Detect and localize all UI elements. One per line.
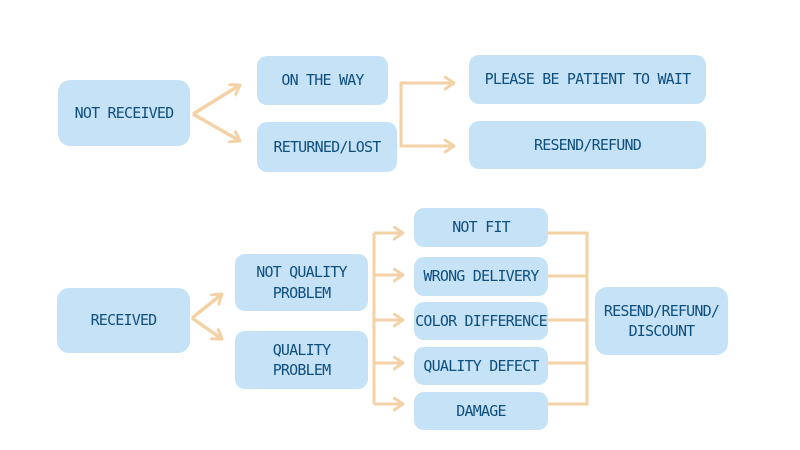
arrow-top-bracket bbox=[399, 83, 454, 146]
node-resend-refund-discount-label-line1: RESEND/REFUND/ bbox=[603, 301, 720, 320]
arrow-cases-bracket-right bbox=[548, 231, 589, 406]
node-quality-defect: QUALITY DEFECT bbox=[414, 347, 548, 385]
node-not-received-label: NOT RECEIVED bbox=[74, 103, 175, 122]
node-color-difference-label: COLOR DIFFERENCE bbox=[415, 311, 548, 330]
node-wrong-delivery-label: WRONG DELIVERY bbox=[423, 267, 539, 286]
arrow-received-fork bbox=[190, 294, 222, 339]
node-resend-refund-label: RESEND/REFUND bbox=[533, 135, 642, 154]
arrow-not-received-fork bbox=[192, 85, 240, 141]
node-please-be-patient: PLEASE BE PATIENT TO WAIT bbox=[469, 55, 706, 104]
node-please-be-patient-label: PLEASE BE PATIENT TO WAIT bbox=[484, 70, 692, 89]
node-quality-problem-label-line1: QUALITY bbox=[272, 340, 331, 359]
node-damage-label: DAMAGE bbox=[456, 401, 506, 420]
node-not-fit: NOT FIT bbox=[414, 208, 548, 247]
node-returned-lost-label: RETURNED/LOST bbox=[273, 137, 381, 156]
node-received: RECEIVED bbox=[57, 288, 190, 353]
node-not-fit-label: NOT FIT bbox=[452, 218, 510, 237]
node-not-quality-problem: NOT QUALITY PROBLEM bbox=[235, 254, 368, 311]
node-on-the-way: ON THE WAY bbox=[257, 56, 388, 105]
node-quality-defect-label: QUALITY DEFECT bbox=[423, 356, 539, 375]
node-received-label: RECEIVED bbox=[90, 311, 158, 330]
node-returned-lost: RETURNED/LOST bbox=[257, 122, 397, 172]
node-wrong-delivery: WRONG DELIVERY bbox=[414, 257, 548, 296]
node-resend-refund: RESEND/REFUND bbox=[469, 121, 706, 169]
node-quality-problem-label-line2: PROBLEM bbox=[272, 361, 331, 379]
arrow-cases-bracket-left bbox=[372, 233, 403, 404]
node-not-quality-problem-label-line1: NOT QUALITY bbox=[256, 263, 347, 282]
node-resend-refund-discount: RESEND/REFUND/ DISCOUNT bbox=[595, 287, 728, 355]
node-resend-refund-discount-label-line2: DISCOUNT bbox=[628, 322, 696, 340]
node-not-received: NOT RECEIVED bbox=[58, 80, 190, 146]
node-quality-problem: QUALITY PROBLEM bbox=[235, 331, 368, 389]
node-damage: DAMAGE bbox=[414, 392, 548, 430]
node-not-quality-problem-label-line2: PROBLEM bbox=[272, 283, 331, 302]
node-on-the-way-label: ON THE WAY bbox=[281, 71, 364, 90]
node-color-difference: COLOR DIFFERENCE bbox=[414, 302, 548, 340]
